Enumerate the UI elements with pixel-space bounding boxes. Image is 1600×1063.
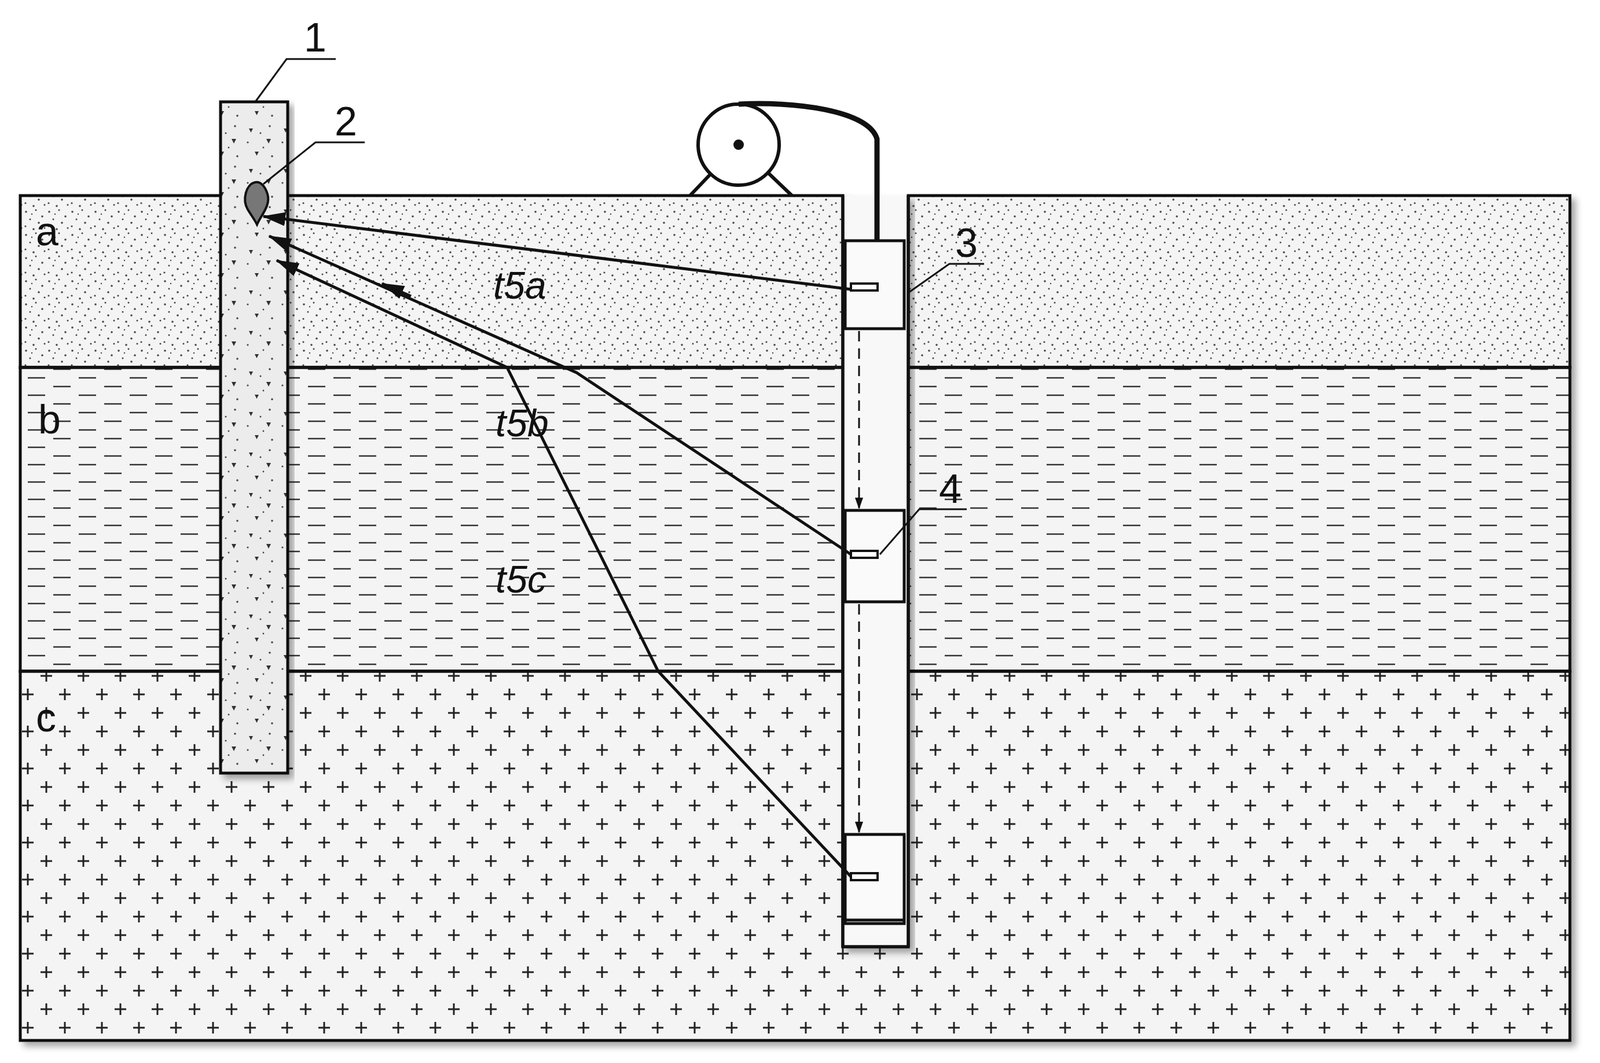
travel-time: t5c [495, 560, 547, 599]
callout-number: 1 [303, 17, 327, 58]
travel-time: t5b [495, 404, 549, 443]
callout-number: 2 [334, 101, 358, 142]
travel-time: t5a [493, 266, 547, 305]
callout-number: 4 [938, 468, 962, 510]
layer-letter: a [35, 211, 59, 252]
layer-letter: b [38, 399, 61, 440]
callout-number: 3 [955, 222, 978, 264]
layer-letter: c [35, 697, 57, 739]
